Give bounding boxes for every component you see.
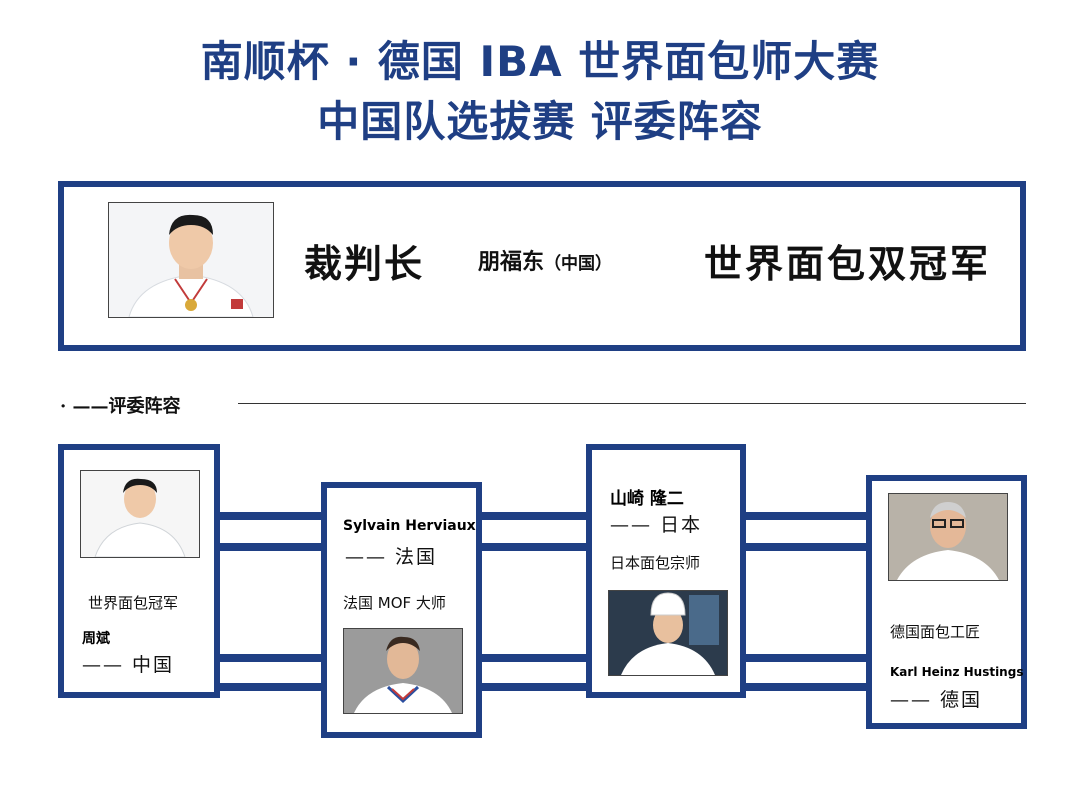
judge-photo	[888, 493, 1008, 581]
connector-bar	[218, 512, 323, 520]
judge-photo	[343, 628, 463, 714]
judge-title: 世界面包冠军	[88, 594, 179, 612]
connector-bar	[218, 543, 323, 551]
judge-card-germany: 德国面包工匠 Karl Heinz Hustings —— 德国	[866, 475, 1027, 729]
connector-bar	[744, 543, 868, 551]
connector-bar	[480, 654, 588, 662]
section-label: · ——评委阵容	[60, 396, 181, 417]
connector-bar	[744, 683, 868, 691]
judge-name: Karl Heinz Hustings	[890, 665, 1024, 679]
connector-bar	[744, 654, 868, 662]
chief-judge-title: 世界面包双冠军	[704, 241, 992, 286]
connector-bar	[218, 683, 323, 691]
connector-bar	[480, 543, 588, 551]
judge-country: —— 德国	[890, 689, 983, 711]
chief-judge-panel: 裁判长 朋福东（中国） 世界面包双冠军	[58, 181, 1026, 351]
judge-photo	[608, 590, 728, 676]
judge-title: 德国面包工匠	[890, 623, 981, 641]
judge-card-france: Sylvain Herviaux —— 法国 法国 MOF 大师	[321, 482, 482, 738]
judge-name: 周斌	[82, 631, 110, 647]
title-line-2: 中国队选拔赛 评委阵容	[317, 97, 763, 146]
divider-line	[238, 403, 1026, 404]
judge-photo	[80, 470, 200, 558]
judge-card-china: 世界面包冠军 周斌 —— 中国	[58, 444, 220, 698]
chief-judge-photo	[108, 202, 274, 318]
judge-title: 法国 MOF 大师	[343, 594, 446, 612]
connector-bar	[480, 683, 588, 691]
judge-country: —— 中国	[82, 654, 175, 676]
judge-name: Sylvain Herviaux	[343, 518, 476, 534]
judge-country: —— 法国	[345, 546, 438, 568]
chief-judge-role: 裁判长	[304, 241, 425, 286]
section-divider: · ——评委阵容	[60, 392, 1026, 417]
judge-title: 日本面包宗师	[610, 554, 701, 572]
chief-judge-name: 朋福东	[478, 250, 545, 275]
chief-judge-name-line: 朋福东（中国）	[478, 244, 612, 276]
connector-bar	[744, 512, 868, 520]
judge-name: 山崎 隆二	[610, 489, 684, 509]
judge-country: —— 日本	[610, 514, 703, 536]
chief-judge-country: （中国）	[544, 254, 613, 274]
judge-card-japan: 山崎 隆二 —— 日本 日本面包宗师	[586, 444, 746, 698]
connector-bar	[218, 654, 323, 662]
connector-bar	[480, 512, 588, 520]
title-line-1: 南顺杯 · 德国 IBA 世界面包师大赛	[200, 37, 880, 86]
